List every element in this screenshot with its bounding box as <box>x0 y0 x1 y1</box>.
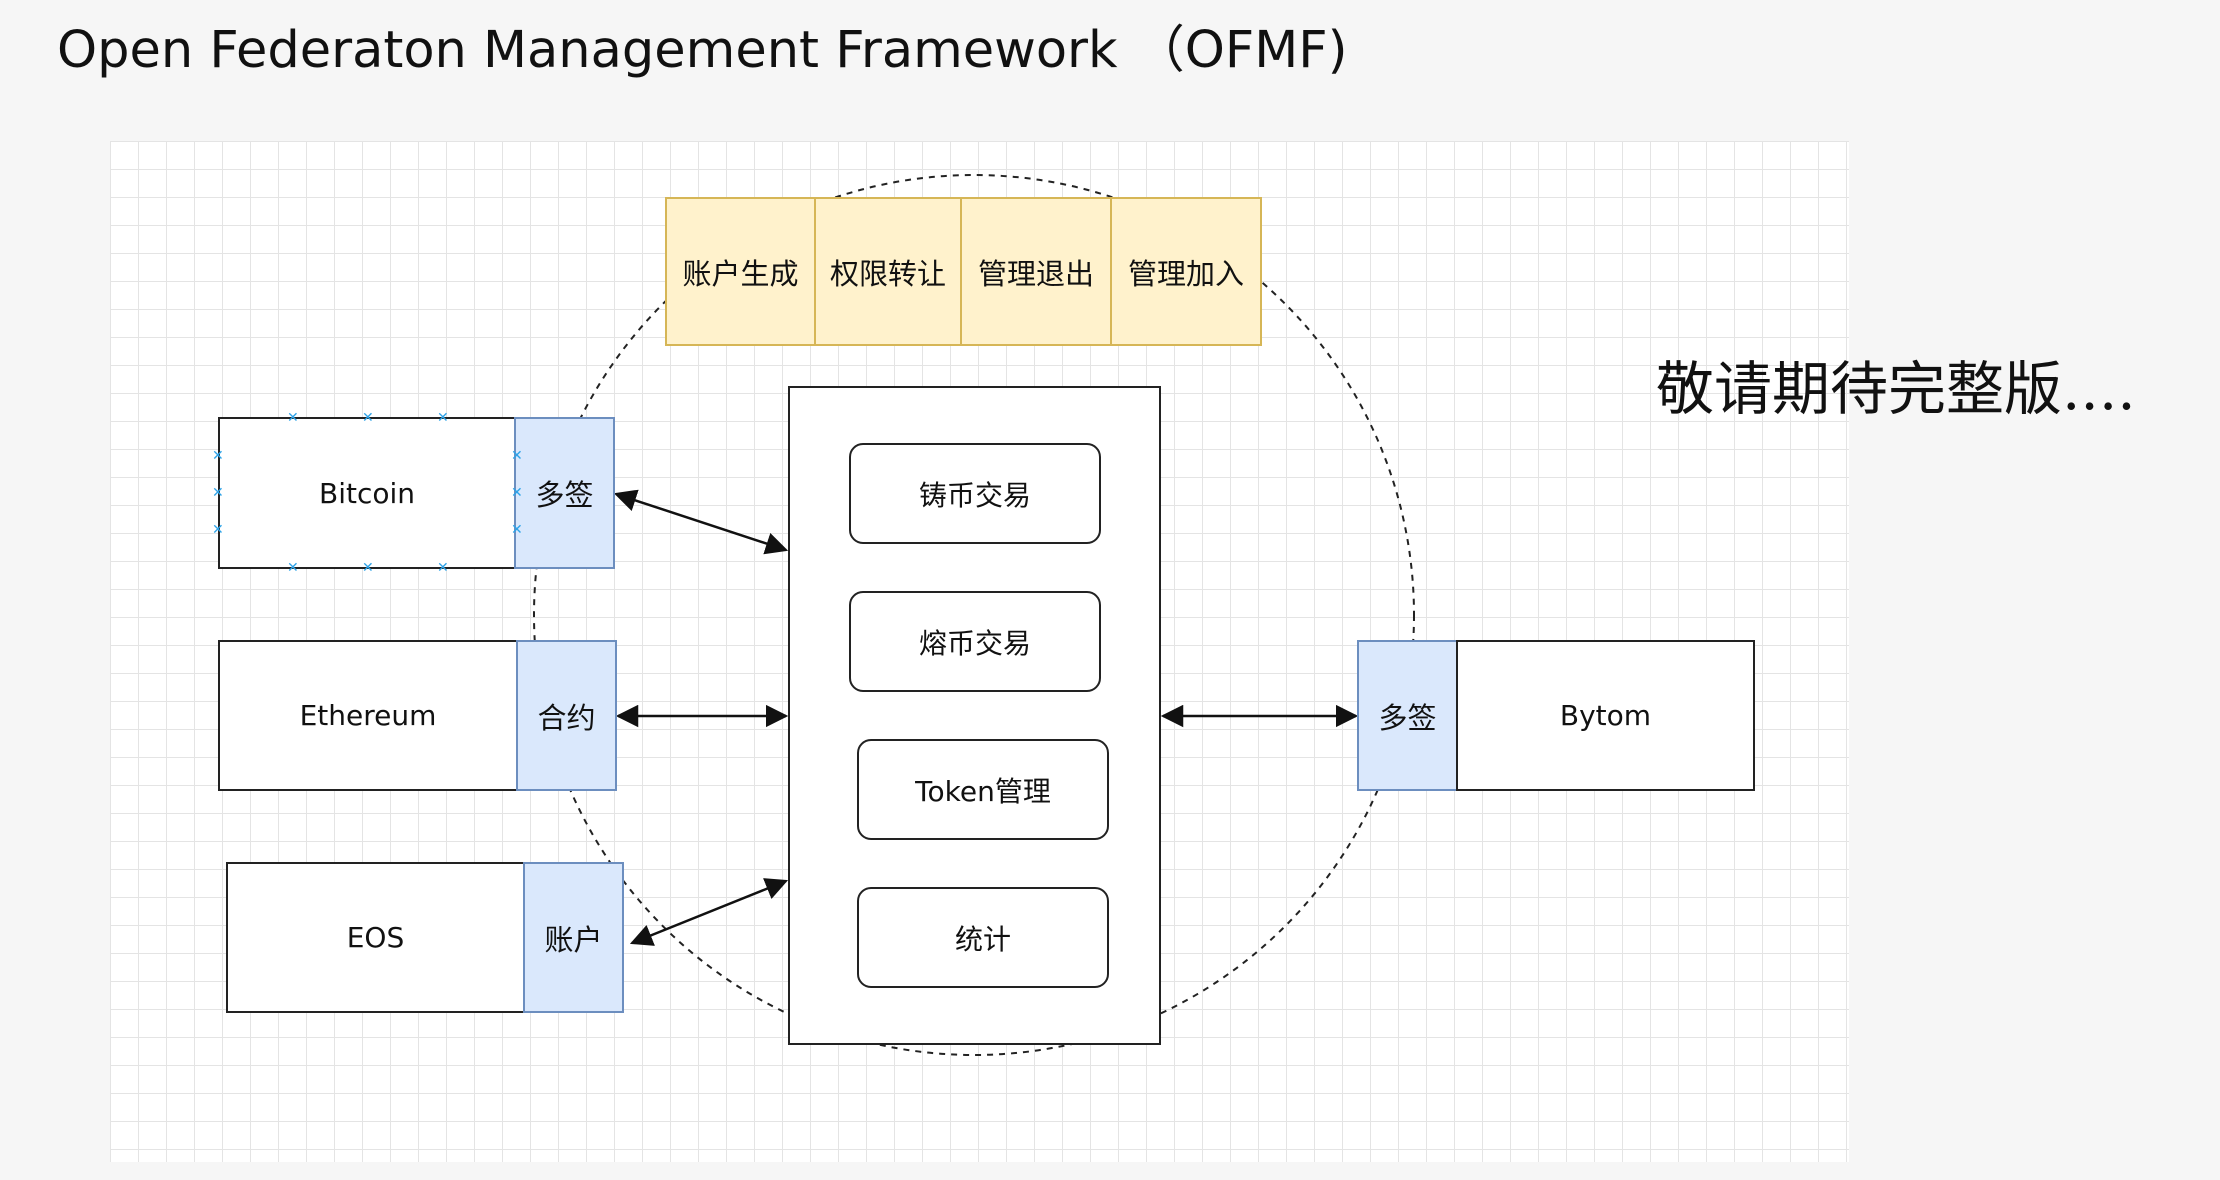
selection-handle[interactable]: ✕ <box>287 560 299 576</box>
chain-bytom[interactable]: Bytom <box>1456 640 1755 791</box>
adapter-bytom-multisig[interactable]: 多签 <box>1357 640 1458 791</box>
page-title: Open Federaton Management Framework （OFM… <box>57 21 1348 80</box>
selection-handle[interactable]: ✕ <box>287 410 299 426</box>
bitcoin-connector-arrow <box>613 489 789 555</box>
selection-handle[interactable]: ✕ <box>437 410 449 426</box>
selection-handle[interactable]: ✕ <box>362 410 374 426</box>
selection-handle[interactable]: ✕ <box>212 485 224 501</box>
selection-handle[interactable]: ✕ <box>511 448 523 464</box>
mgmt-account-generation[interactable]: 账户生成 <box>665 197 816 346</box>
chain-bitcoin[interactable]: Bitcoin <box>218 417 516 569</box>
selection-handle[interactable]: ✕ <box>511 485 523 501</box>
func-melt-transaction[interactable]: 熔币交易 <box>849 591 1101 692</box>
func-token-management[interactable]: Token管理 <box>857 739 1109 840</box>
adapter-eos-account[interactable]: 账户 <box>523 862 624 1013</box>
selection-handle[interactable]: ✕ <box>437 560 449 576</box>
selection-handle[interactable]: ✕ <box>212 522 224 538</box>
mgmt-permission-transfer[interactable]: 权限转让 <box>814 197 962 346</box>
federation-boundary-circle <box>533 174 1415 1056</box>
mgmt-join[interactable]: 管理加入 <box>1110 197 1262 346</box>
func-statistics[interactable]: 统计 <box>857 887 1109 988</box>
selection-handle[interactable]: ✕ <box>362 560 374 576</box>
adapter-bitcoin-multisig[interactable]: 多签 <box>514 417 615 569</box>
chain-eos[interactable]: EOS <box>226 862 525 1013</box>
chain-ethereum[interactable]: Ethereum <box>218 640 518 791</box>
eos-connector-arrow <box>629 878 789 946</box>
selection-handle[interactable]: ✕ <box>212 448 224 464</box>
adapter-ethereum-contract[interactable]: 合约 <box>516 640 617 791</box>
selection-handle[interactable]: ✕ <box>511 522 523 538</box>
coming-soon-note: 敬请期待完整版.... <box>1656 355 2136 423</box>
mgmt-exit[interactable]: 管理退出 <box>960 197 1112 346</box>
func-mint-transaction[interactable]: 铸币交易 <box>849 443 1101 544</box>
